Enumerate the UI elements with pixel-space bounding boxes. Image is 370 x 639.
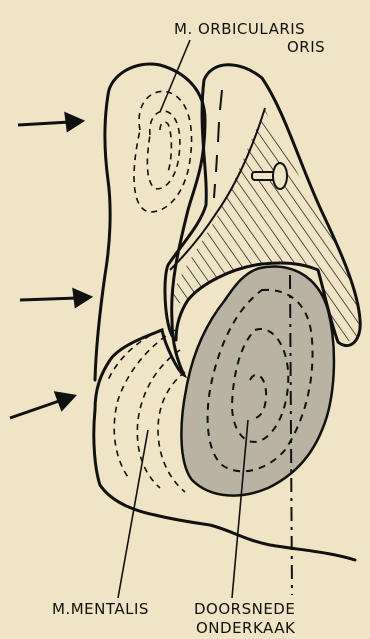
orbicularis-muscle-dashes [134,91,192,212]
label-doorsnede-line2: ONDERKAAK [196,619,296,637]
outer-face-left-edge [95,95,110,380]
label-orbicularis-line1: M. ORBICULARIS [174,20,305,38]
pressure-arrows [10,114,90,418]
label-doorsnede-line1: DOORSNEDE [194,600,295,618]
label-mentalis: M.MENTALIS [52,600,149,618]
mentalis-muscle-dashes [108,330,185,492]
lip-upper-dashes [214,90,222,198]
label-orbicularis-line2: ORIS [287,38,325,56]
